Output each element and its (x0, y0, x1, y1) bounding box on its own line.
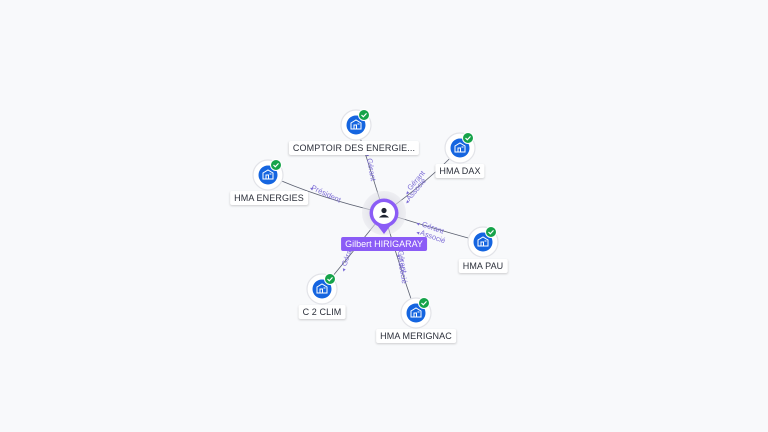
person-node[interactable] (362, 191, 406, 235)
edge-arrow-icon (342, 268, 346, 272)
company-name-label[interactable]: C 2 CLIM (298, 305, 346, 319)
check-icon (418, 297, 430, 309)
building-icon (410, 307, 422, 318)
check-icon (324, 273, 336, 285)
company-node[interactable] (400, 297, 432, 329)
company-name-label[interactable]: HMA DAX (435, 164, 485, 178)
edge-arrow-icon (406, 191, 410, 195)
company-node[interactable] (252, 159, 284, 191)
building-icon (262, 169, 274, 180)
company-node[interactable] (444, 132, 476, 164)
building-icon (477, 236, 489, 247)
company-node[interactable] (467, 226, 499, 258)
edge-arrow-icon (310, 187, 314, 191)
edge-role-label: Gérant (396, 249, 409, 274)
person-name-label[interactable]: Gilbert HIRIGARAY (341, 237, 427, 251)
check-icon (462, 132, 474, 144)
company-name-label[interactable]: COMPTOIR DES ENERGIE... (288, 141, 420, 155)
person-pin-tip (377, 225, 391, 234)
edge-arrow-icon (406, 200, 410, 204)
company-name-label[interactable]: HMA MERIGNAC (376, 329, 456, 343)
company-name-label[interactable]: HMA PAU (458, 259, 508, 273)
edge-role-label: Gérant (365, 157, 378, 182)
company-name-label[interactable]: HMA ENERGIES (230, 191, 308, 205)
check-icon (270, 159, 282, 171)
user-icon (379, 207, 389, 218)
check-icon (358, 109, 370, 121)
company-node[interactable] (306, 273, 338, 305)
edge-role-label: Associé (396, 257, 409, 284)
check-icon (485, 226, 497, 238)
edge-arrow-icon (416, 222, 420, 226)
building-icon (350, 119, 362, 130)
building-icon (454, 142, 466, 153)
edge-arrow-icon (397, 254, 401, 258)
company-node[interactable] (340, 109, 372, 141)
edge-arrow-icon (416, 231, 420, 235)
building-icon (316, 283, 328, 294)
